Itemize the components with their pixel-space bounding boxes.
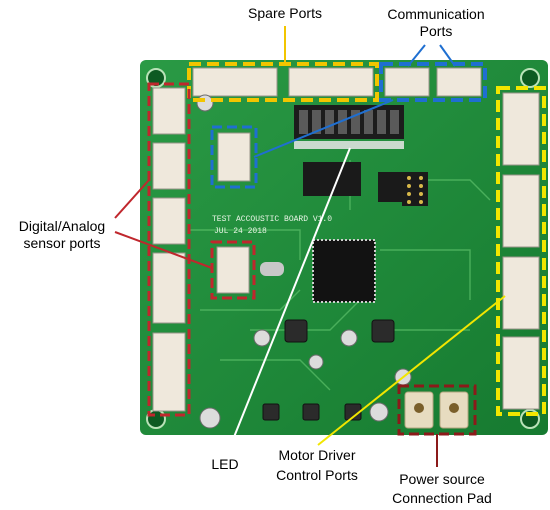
communication-port-highlight-inner: [210, 125, 258, 189]
spare-ports-highlight: [187, 62, 379, 102]
led-label: LED: [211, 456, 239, 472]
board-silkscreen-date: JUL 24 2018: [214, 227, 267, 236]
pin-header-pins: [407, 176, 423, 204]
spare-ports-label: Spare Ports: [248, 5, 322, 21]
digital-analog-label-line1: Digital/Analog: [18, 218, 106, 234]
crystal: [260, 262, 284, 276]
power-pad-highlight: [397, 384, 477, 436]
top-connectors: [192, 67, 482, 182]
motor-driver-leader: [317, 295, 506, 446]
digital-analog-label-line2: sensor ports: [23, 235, 101, 251]
led-leader: [227, 147, 351, 453]
power-source-label-line2: Connection Pad: [392, 490, 492, 506]
sensor-ports-highlight-inner: [210, 240, 256, 300]
inductors: [262, 319, 395, 421]
microcontroller-chip: [312, 239, 376, 303]
communication-ports-label-line1: Communication: [387, 6, 485, 22]
board-silkscreen-title: TEST ACCOUSTIC BOARD V1.0: [212, 215, 332, 224]
power-source-label-line1: Power source: [399, 471, 485, 487]
pcb-traces: [190, 160, 491, 391]
motor-driver-label-line1: Motor Driver: [278, 447, 356, 463]
pin-header: [402, 172, 428, 206]
motor-driver-label-line2: Control Ports: [276, 467, 358, 483]
communication-ports-leader: [253, 44, 456, 158]
sensor-ports-highlight: [147, 82, 191, 417]
sensor-ports-leader: [114, 179, 213, 269]
communication-ports-label-line2: Ports: [419, 23, 453, 39]
right-connectors: [502, 92, 540, 410]
sensor-connectors: [152, 87, 250, 412]
motor-driver-ports-highlight: [496, 86, 546, 416]
smd-resistor-row: [294, 141, 404, 149]
communication-ports-highlight: [379, 62, 487, 102]
power-pad-holes: [414, 403, 459, 413]
